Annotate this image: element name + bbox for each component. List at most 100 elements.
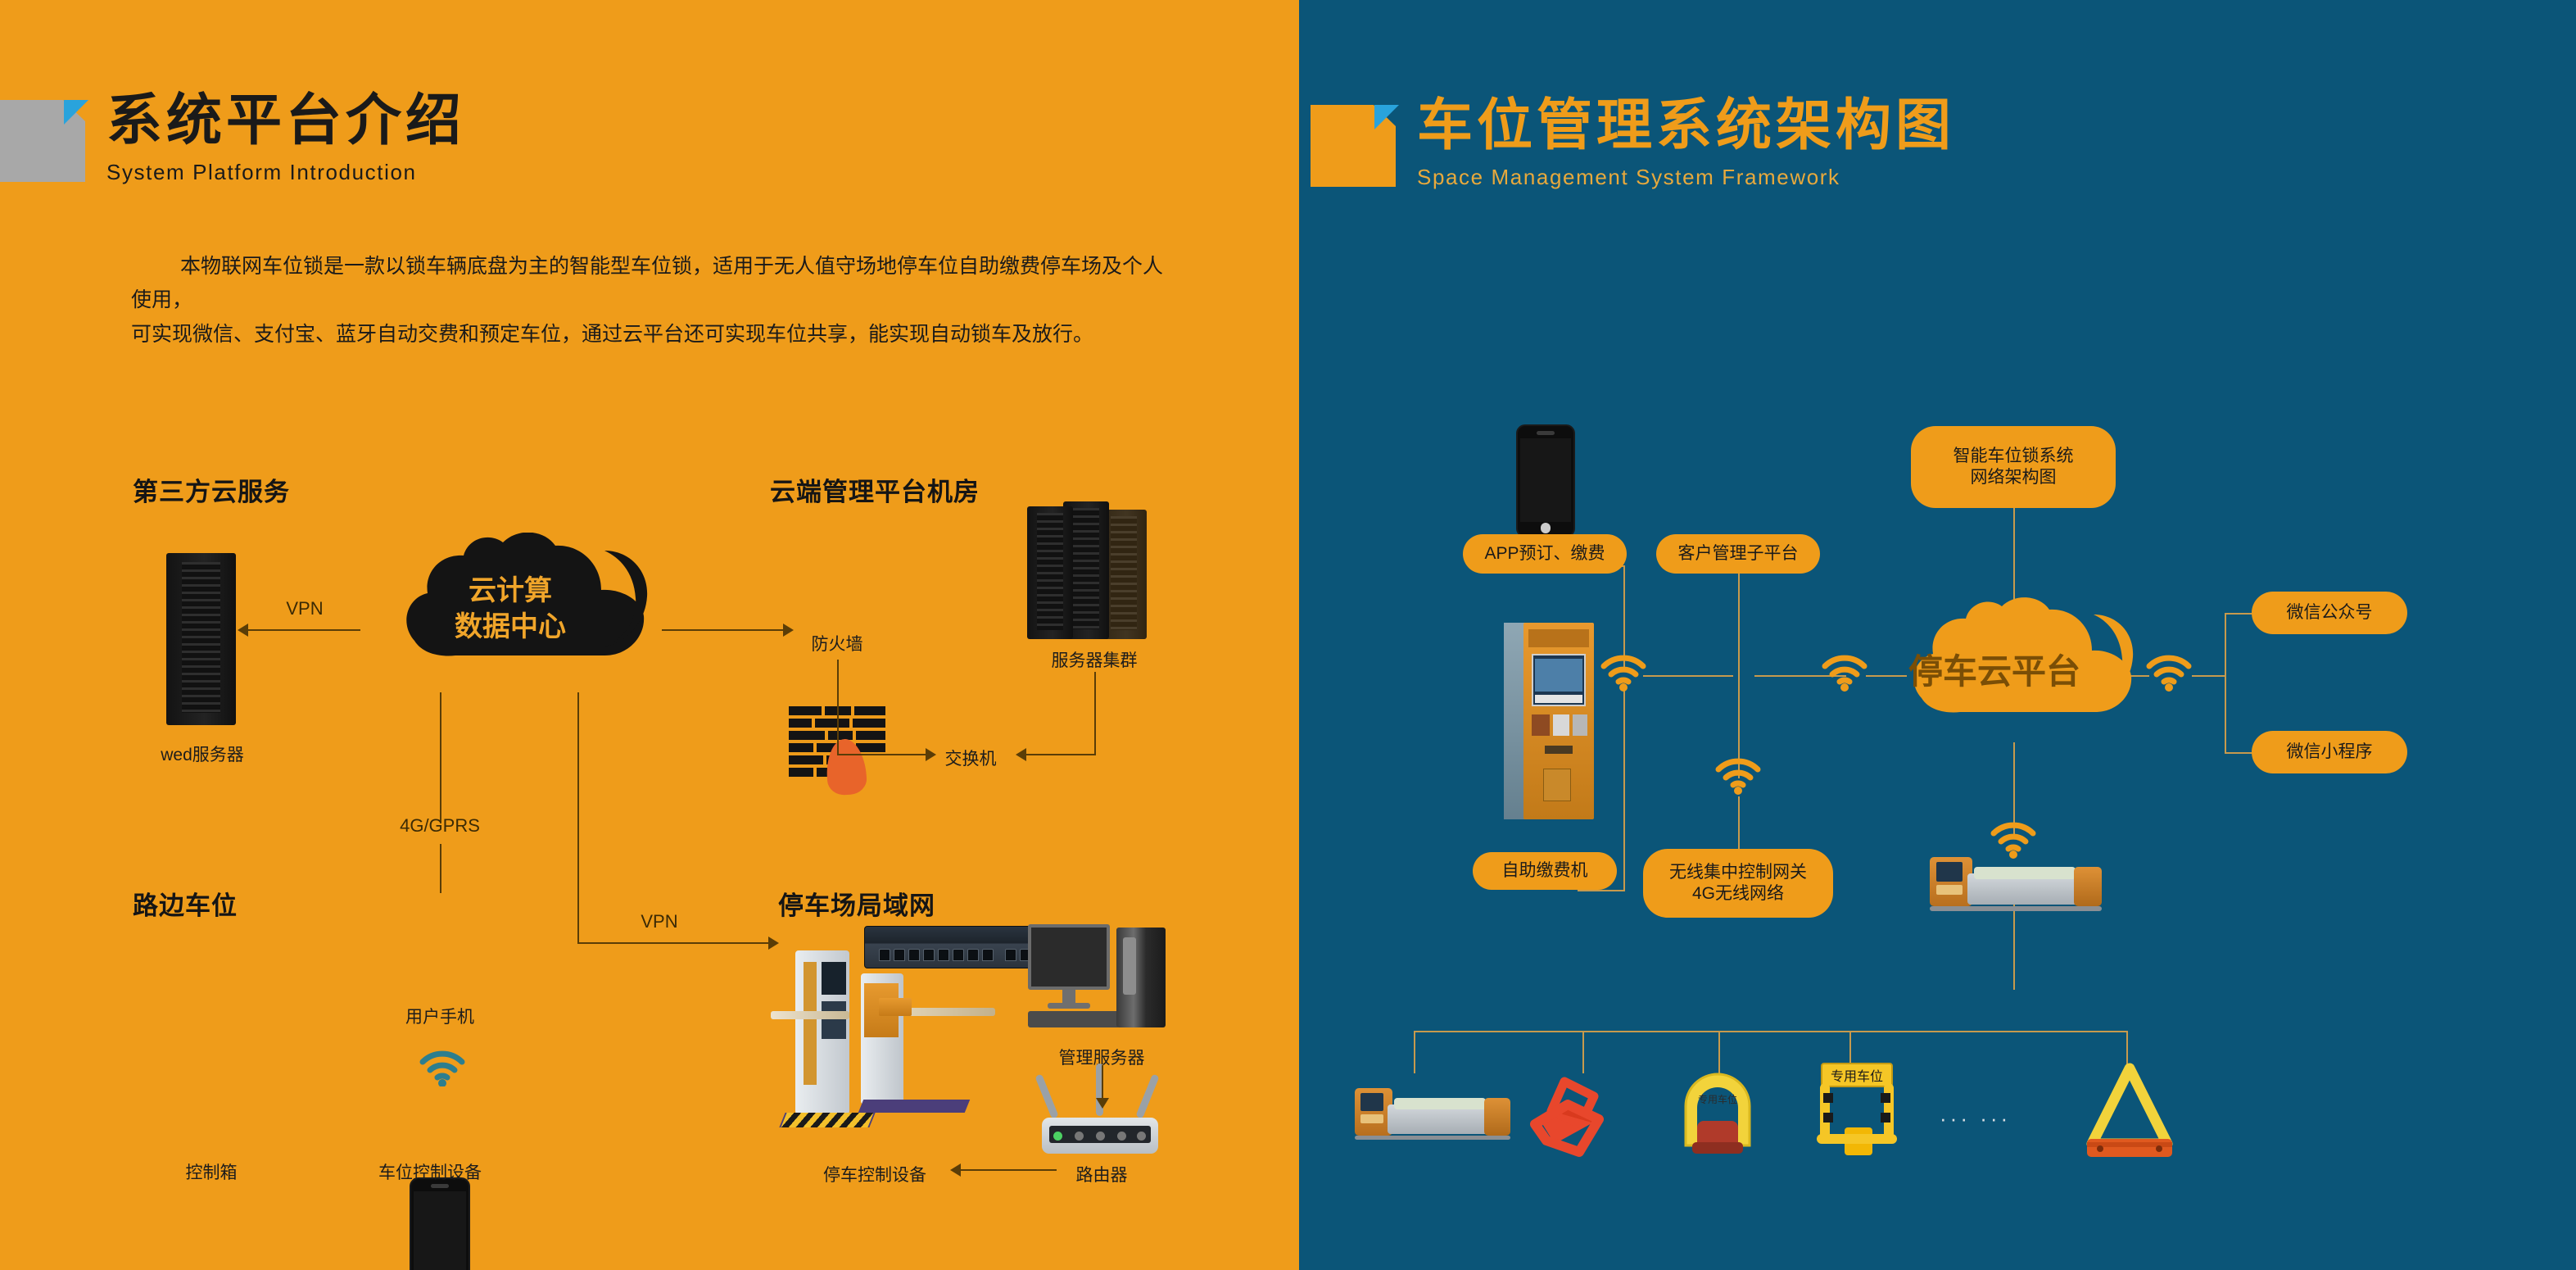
parking-cloud-label: 停车云平台 bbox=[1908, 652, 2080, 691]
pill-customer-platform[interactable]: 客户管理子平台 bbox=[1656, 534, 1820, 574]
intro-line-1: 本物联网车位锁是一款以锁车辆底盘为主的智能型车位锁，适用于无人值守场地停车位自助… bbox=[131, 255, 1164, 312]
line-framework-to-cloud bbox=[2013, 508, 2015, 606]
device-row-ellipsis: ··· ··· bbox=[1940, 1106, 2012, 1131]
user-phone-icon bbox=[410, 1177, 470, 1270]
svg-text:专用车位: 专用车位 bbox=[1698, 1093, 1737, 1105]
caption-space-control-device: 车位控制设备 bbox=[378, 1163, 482, 1182]
arrow-router-to-parking-control bbox=[950, 1163, 961, 1177]
bottom-device-4-sign-lock: 专用车位 bbox=[1807, 1057, 1907, 1167]
self-pay-machine-icon bbox=[1504, 623, 1594, 819]
line-bus-to-selfpay bbox=[1623, 685, 1625, 890]
parking-control-device-icon bbox=[771, 926, 995, 1147]
wifi-icon-gateway bbox=[1714, 755, 1763, 795]
intro-paragraph: 本物联网车位锁是一款以锁车辆底盘为主的智能型车位锁，适用于无人值守场地停车位自助… bbox=[131, 250, 1179, 352]
line-bottom-drop-4 bbox=[1849, 1031, 1851, 1073]
pill-wireless-gateway[interactable]: 无线集中控制网关 4G无线网络 bbox=[1643, 849, 1833, 918]
switch-ports bbox=[879, 949, 1032, 961]
line-customer-platform-down bbox=[1738, 572, 1740, 675]
wifi-icon-space-control bbox=[418, 1049, 467, 1087]
line-lock-down bbox=[2013, 891, 2015, 990]
pill-wechat-miniapp[interactable]: 微信小程序 bbox=[2252, 731, 2407, 773]
line-bottom-drop-1 bbox=[1414, 1031, 1415, 1073]
line-cloud-to-webserver bbox=[246, 629, 360, 631]
line-cloud-to-firewall bbox=[662, 629, 785, 631]
line-bottom-drop-5 bbox=[2126, 1031, 2128, 1073]
pill-system-framework[interactable]: 智能车位锁系统 网络架构图 bbox=[1911, 426, 2116, 508]
line-right-wifi-to-branch bbox=[2192, 675, 2226, 677]
cloud-shape bbox=[406, 532, 648, 656]
right-panel: 车位管理系统架构图 Space Management System Framew… bbox=[1299, 0, 2576, 1270]
pill-wechat-official[interactable]: 微信公众号 bbox=[2252, 592, 2407, 634]
line-bus-seg2 bbox=[1754, 675, 1846, 677]
server-cluster-icon bbox=[1024, 498, 1163, 646]
left-title-cn: 系统平台介绍 bbox=[106, 89, 466, 152]
right-title-en: Space Management System Framework bbox=[1417, 165, 1840, 190]
line-cloud-down-to-lock bbox=[2013, 742, 2015, 839]
line-app-down bbox=[1623, 565, 1625, 668]
wifi-icon-bus-left bbox=[1599, 652, 1648, 692]
caption-router: 路由器 bbox=[1075, 1166, 1128, 1185]
header-triangle-icon bbox=[64, 100, 88, 125]
line-selfpay-right bbox=[1578, 890, 1625, 891]
line-firewall-down bbox=[837, 660, 839, 755]
bottom-device-3-yellow-arch-lock: 专用车位 bbox=[1669, 1060, 1766, 1167]
caption-firewall: 防火墙 bbox=[811, 635, 863, 654]
router-icon bbox=[1034, 1064, 1165, 1154]
caption-user-phone: 用户手机 bbox=[405, 1008, 474, 1027]
line-gateway-up bbox=[1738, 675, 1740, 778]
orange-cloud-shape bbox=[1913, 597, 2134, 713]
caption-parking-control-device: 停车控制设备 bbox=[823, 1166, 926, 1185]
line-router-to-parking-control bbox=[958, 1169, 1057, 1171]
left-header-texts: 系统平台介绍 System Platform Introduction bbox=[106, 89, 466, 185]
wifi-icon-lock bbox=[1989, 819, 2038, 859]
cloud-datacenter-icon: 云计算 数据中心 bbox=[359, 532, 662, 692]
line-wifi-to-cloud bbox=[1866, 675, 1907, 677]
arrow-cluster-to-switch bbox=[1016, 748, 1026, 761]
caption-switch: 交换机 bbox=[944, 750, 997, 769]
line-cloud-down-phone-b bbox=[440, 844, 441, 893]
app-phone-icon bbox=[1516, 424, 1575, 537]
intro-line-2: 可实现微信、支付宝、蓝牙自动交费和预定车位，通过云平台还可实现车位共享，能实现自… bbox=[131, 322, 1094, 346]
section-title-cloud-datacenter-room: 云端管理平台机房 bbox=[770, 478, 980, 506]
arrow-to-parking-lan bbox=[768, 937, 779, 950]
line-bottom-drop-3 bbox=[1718, 1031, 1720, 1073]
arrow-to-webserver bbox=[238, 624, 248, 637]
line-gateway-down bbox=[1738, 796, 1740, 849]
section-title-third-party-cloud: 第三方云服务 bbox=[133, 478, 290, 506]
left-title-en: System Platform Introduction bbox=[106, 160, 417, 185]
line-firewall-to-switch bbox=[837, 754, 927, 755]
cloud-label-line2: 数据中心 bbox=[455, 611, 566, 642]
right-header-triangle-icon bbox=[1374, 105, 1399, 129]
line-wechat-branch-vertical bbox=[2225, 613, 2226, 754]
right-header-texts: 车位管理系统架构图 Space Management System Framew… bbox=[1417, 96, 1955, 190]
wifi-icon-wechat bbox=[2144, 652, 2193, 692]
section-title-parking-lan: 停车场局域网 bbox=[778, 891, 935, 920]
web-server-rack-icon bbox=[166, 553, 236, 725]
caption-control-box: 控制箱 bbox=[185, 1163, 238, 1182]
line-server-to-router bbox=[1102, 1065, 1103, 1100]
line-cloud-to-right-wifi bbox=[2120, 675, 2149, 677]
pill-app-booking[interactable]: APP预订、缴费 bbox=[1463, 534, 1627, 574]
line-to-wechat-official bbox=[2225, 613, 2256, 615]
pill-self-pay-machine[interactable]: 自助缴费机 bbox=[1473, 852, 1617, 890]
left-panel: 系统平台介绍 System Platform Introduction 本物联网… bbox=[0, 0, 1299, 1270]
line-bottom-drop-2 bbox=[1582, 1031, 1584, 1073]
arrow-server-to-router bbox=[1096, 1098, 1109, 1109]
arrow-firewall-to-switch bbox=[926, 748, 936, 761]
line-cluster-down bbox=[1094, 672, 1096, 754]
edge-label-vpn-bottom: VPN bbox=[641, 911, 678, 932]
bottom-device-5-triangle-lock bbox=[2079, 1060, 2180, 1163]
parking-cloud-platform-icon: 停车云平台 bbox=[1889, 596, 2143, 752]
bottom-device-1-smart-lock bbox=[1355, 1085, 1510, 1142]
line-cloud-down-phone-a bbox=[440, 692, 441, 823]
bottom-device-2-red-folding-lock bbox=[1527, 1065, 1635, 1163]
line-bottom-bus bbox=[1414, 1031, 2128, 1032]
edge-label-vpn-top: VPN bbox=[286, 598, 324, 619]
cloud-label-line1: 云计算 bbox=[469, 575, 552, 606]
sign-text: 专用车位 bbox=[1831, 1069, 1883, 1084]
line-cluster-to-switch bbox=[1022, 754, 1096, 755]
line-vpn-to-parking-lan bbox=[577, 942, 770, 944]
arrow-to-firewall bbox=[783, 624, 794, 637]
space-lock-device-mid-icon bbox=[1930, 852, 2102, 911]
